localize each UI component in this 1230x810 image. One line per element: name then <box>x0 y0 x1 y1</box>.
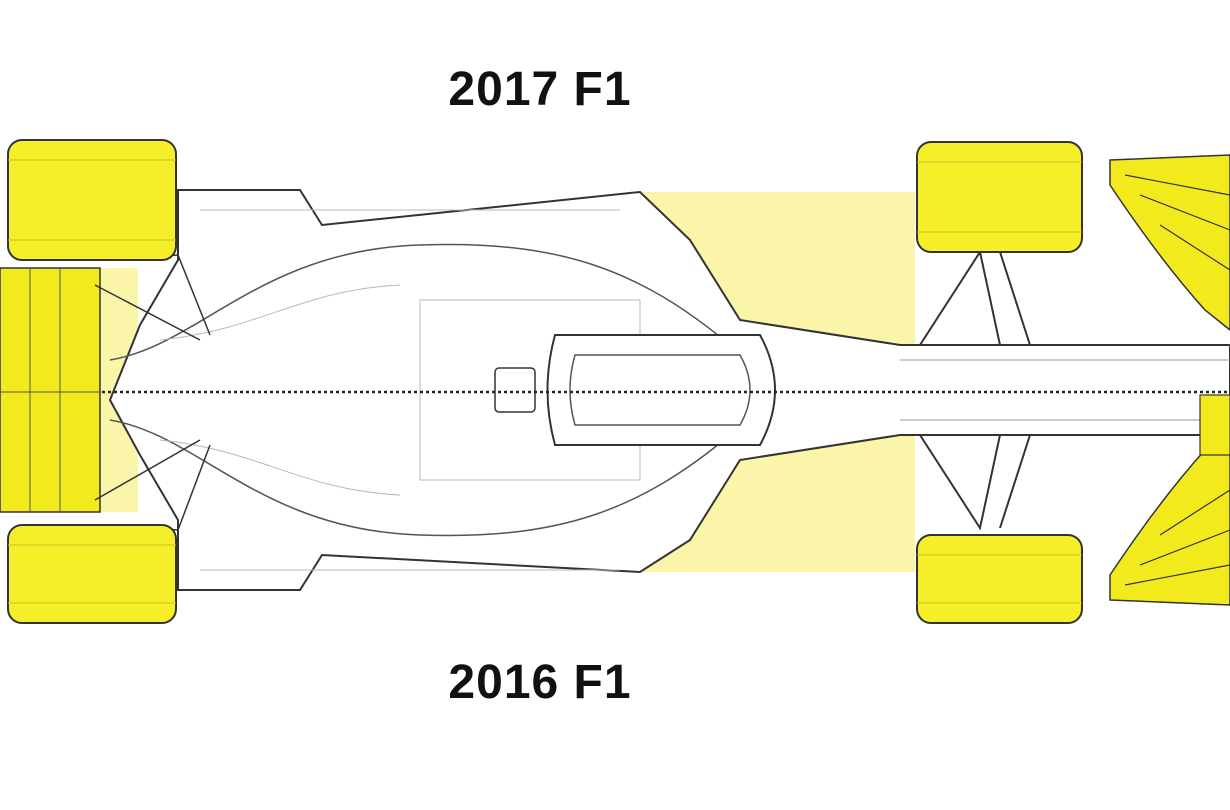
nose-outline <box>900 359 1230 421</box>
rear-wing <box>0 267 101 513</box>
engine-cover-outline <box>109 243 731 537</box>
rear-right-tire <box>7 524 177 624</box>
tire-tread-lines <box>8 159 1082 604</box>
cockpit-outline <box>546 334 776 446</box>
front-wing-elements <box>1124 174 1230 586</box>
title-2017: 2017 F1 <box>448 63 632 116</box>
front-wing-endplate <box>1199 394 1230 456</box>
front-suspension <box>918 249 1031 531</box>
front-right-tire <box>916 534 1083 624</box>
front-wing-lower <box>1109 429 1230 606</box>
rear-suspension <box>94 254 211 531</box>
airbox <box>494 367 536 413</box>
rear-left-tire <box>7 139 177 261</box>
front-wing-upper <box>1109 154 1230 331</box>
front-left-tire <box>916 141 1083 253</box>
title-2016: 2016 F1 <box>448 656 632 709</box>
cockpit-opening <box>569 354 751 426</box>
rear-wing-detail <box>0 268 100 512</box>
body-detail-lines <box>159 209 641 571</box>
